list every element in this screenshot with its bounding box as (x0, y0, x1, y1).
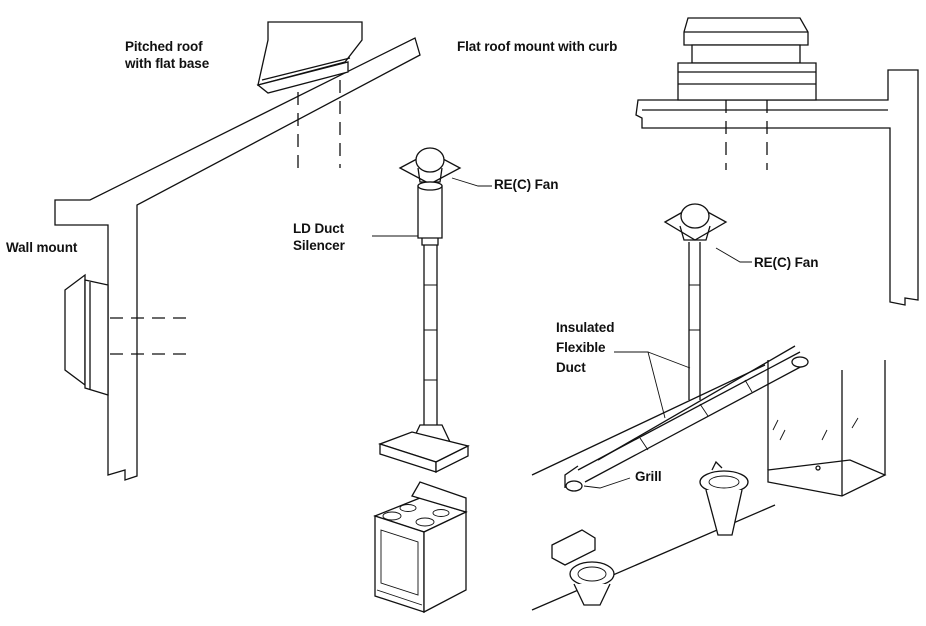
pitched-roof-fan (256, 21, 363, 168)
ld-duct-silencer-label: LD Duct Silencer (293, 220, 345, 254)
pitched-roof-label-line1: Pitched roof (125, 39, 203, 54)
flat-roof-curb-fan (677, 17, 817, 170)
pitched-roof-label-line2: with flat base (125, 56, 210, 71)
center-duct-system (373, 147, 470, 614)
insulated-label-line2: Flexible (556, 340, 606, 355)
insulated-label-line3: Duct (556, 360, 586, 375)
left-building-frame (54, 37, 421, 481)
wall-mount-label: Wall mount (6, 240, 78, 255)
flat-roof-label: Flat roof mount with curb (457, 39, 618, 54)
rec-fan-right-label: RE(C) Fan (754, 255, 819, 270)
leader-lines (372, 177, 752, 489)
right-building-frame (635, 69, 919, 306)
pitched-roof-label: Pitched roof with flat base (125, 38, 209, 72)
bathroom-duct-system (531, 203, 887, 611)
insulated-label-line1: Insulated (556, 320, 615, 335)
rec-fan-left-label: RE(C) Fan (494, 177, 559, 192)
wall-mount-fan (64, 273, 190, 396)
grill-label: Grill (635, 469, 662, 484)
insulated-flexible-duct-label: Insulated Flexible Duct (556, 318, 614, 378)
ld-duct-label-line2: Silencer (293, 238, 345, 253)
ld-duct-label-line1: LD Duct (293, 221, 345, 236)
